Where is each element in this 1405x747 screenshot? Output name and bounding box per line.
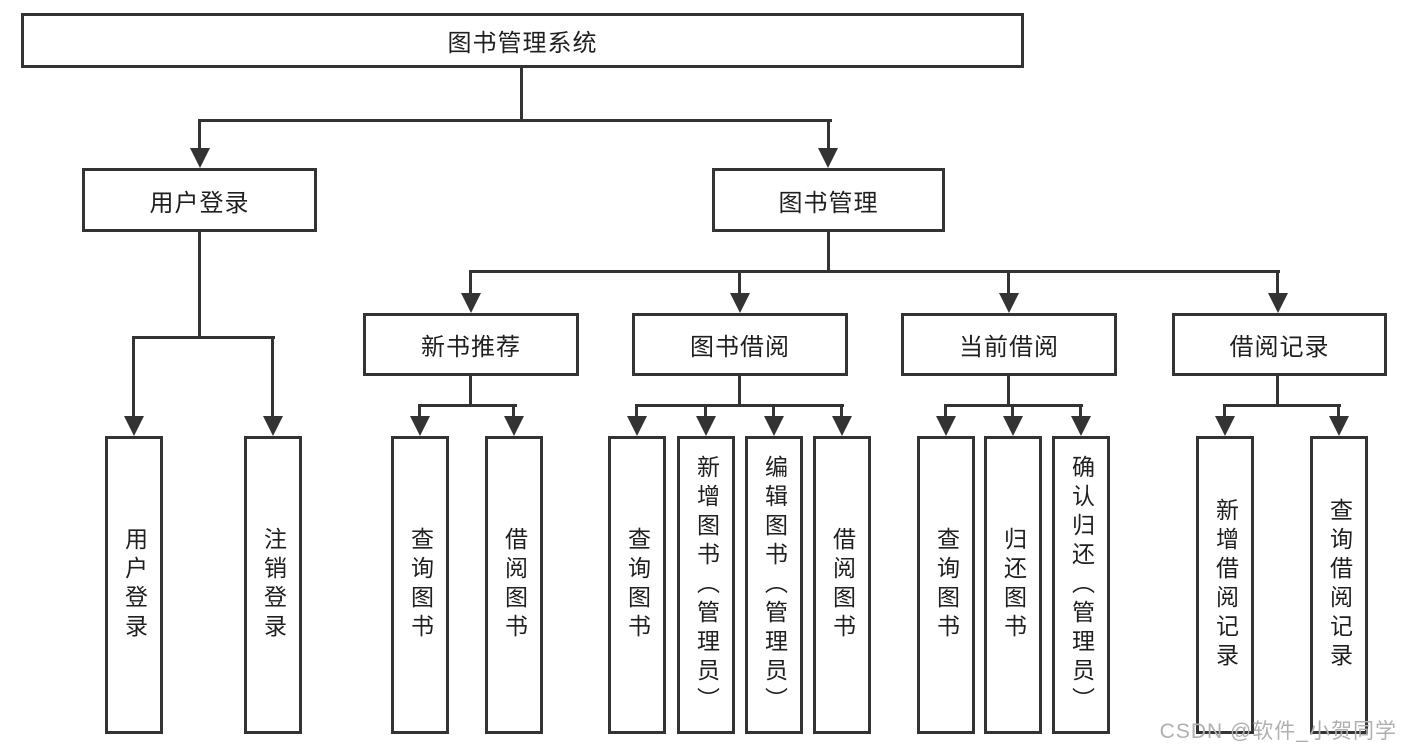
connector-line [840,404,843,418]
connector-line [469,376,472,407]
leaf-add-book-admin: 新增图书（管理员） [677,436,735,734]
leaf-label: 借阅图书 [829,527,856,643]
connector-line [418,404,421,418]
leaf-label: 归还图书 [1000,527,1027,643]
arrow-head [627,416,647,436]
connector-line [1223,404,1226,418]
leaf-label: 查询图书 [933,527,960,643]
leaf-logout: 注销登录 [244,436,302,734]
arrow-head [190,148,210,168]
connector-line [271,336,274,418]
leaf-borrow-books: 借阅图书 [813,436,871,734]
connector-line [132,336,135,418]
leaf-label: 用户登录 [121,527,148,643]
node-root: 图书管理系统 [21,13,1024,68]
arrow-head [263,416,283,436]
leaf-label: 编辑图书（管理员） [761,454,788,716]
leaf-label: 注销登录 [260,527,287,643]
node-label: 图书管理 [778,189,879,217]
arrow-head [818,148,838,168]
node-label: 图书管理系统 [447,30,598,57]
arrow-head [696,416,716,436]
leaf-edit-book-admin: 编辑图书（管理员） [745,436,803,734]
leaf-query-books-recommend: 查询图书 [391,436,449,734]
connector-line [1223,404,1341,407]
connector-line [738,270,741,295]
connector-line [1079,404,1082,418]
arrow-head [1071,416,1091,436]
leaf-confirm-return-admin: 确认归还（管理员） [1052,436,1110,734]
arrow-head [832,416,852,436]
leaf-user-login: 用户登录 [105,436,163,734]
leaf-label: 新增借阅记录 [1212,498,1239,672]
leaf-label: 新增图书（管理员） [693,454,720,716]
arrow-head [124,416,144,436]
arrow-head [999,293,1019,313]
arrow-head [461,293,481,313]
node-label: 借阅记录 [1229,334,1330,361]
watermark: CSDN @软件_小贺同学 [1159,720,1397,743]
arrow-head [936,416,956,436]
leaf-label: 借阅图书 [501,527,528,643]
node-book-management: 图书管理 [712,168,945,232]
connector-line [1276,376,1279,407]
leaf-label: 查询图书 [624,527,651,643]
node-label: 当前借阅 [959,334,1059,361]
connector-line [512,404,515,418]
leaf-query-books-current: 查询图书 [917,436,975,734]
arrow-head [730,293,750,313]
connector-line [199,119,832,122]
leaf-return-book: 归还图书 [984,436,1042,734]
connector-line [738,376,741,407]
leaf-label: 查询图书 [407,527,434,643]
connector-line [1337,404,1340,418]
connector-line [1276,270,1279,295]
connector-line [418,404,517,407]
node-user-login: 用户登录 [82,168,317,232]
connector-line [827,119,830,150]
connector-line [198,232,201,338]
arrow-head [504,416,524,436]
connector-line [469,270,1280,273]
connector-line [1007,376,1010,407]
node-label: 用户登录 [149,189,250,217]
arrow-head [1329,416,1349,436]
connector-line [635,404,638,418]
connector-line [1011,404,1014,418]
connector-line [469,270,472,295]
connector-line [827,232,830,273]
node-label: 新书推荐 [421,334,521,361]
connector-line [520,68,523,121]
arrow-head [410,416,430,436]
arrow-head [1215,416,1235,436]
connector-line [772,404,775,418]
leaf-borrow-books-recommend: 借阅图书 [485,436,543,734]
connector-line [635,404,844,407]
connector-line [944,404,947,418]
arrow-head [1003,416,1023,436]
node-current-borrow: 当前借阅 [901,313,1117,376]
leaf-label: 确认归还（管理员） [1068,454,1095,716]
arrow-head [764,416,784,436]
arrow-head [1268,293,1288,313]
leaf-add-borrow-record: 新增借阅记录 [1196,436,1254,734]
node-label: 图书借阅 [690,334,790,361]
connector-line [1007,270,1010,295]
connector-line [132,336,275,339]
node-book-borrow: 图书借阅 [632,313,848,376]
connector-line [704,404,707,418]
leaf-query-borrow-record: 查询借阅记录 [1310,436,1368,734]
node-borrow-records: 借阅记录 [1172,313,1387,376]
leaf-label: 查询借阅记录 [1326,498,1353,672]
node-new-book-recommend: 新书推荐 [363,313,579,376]
leaf-query-books-borrow: 查询图书 [608,436,666,734]
connector-line [198,119,201,150]
